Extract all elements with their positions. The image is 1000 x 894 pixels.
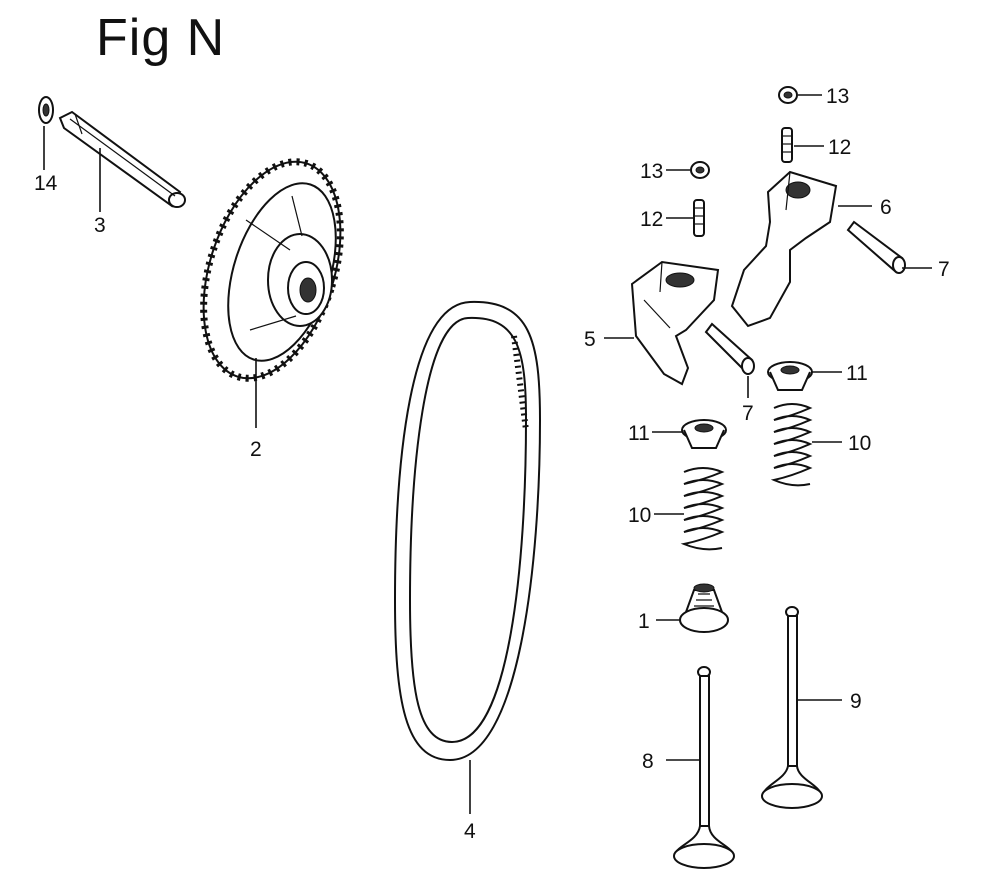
part-11-retainer-left [681, 419, 727, 449]
callout-2: 2 [250, 438, 262, 461]
callout-14: 14 [34, 172, 58, 195]
part-14-nut [38, 96, 54, 124]
part-6-rocker-arm [730, 170, 838, 328]
part-3-shaft [58, 110, 186, 208]
callout-12a: 12 [828, 136, 851, 159]
part-10-spring-left [680, 467, 725, 552]
part-11-retainer-right [767, 361, 813, 391]
part-7-rocker-pin-a [704, 322, 755, 375]
part-12-screw-left [693, 199, 705, 237]
part-13-nut-top [778, 86, 798, 104]
callout-4: 4 [464, 820, 476, 843]
part-4-timing-belt [393, 300, 542, 762]
part-12-screw-top [781, 127, 793, 163]
callout-11b: 11 [628, 422, 650, 445]
callout-labels: 14 3 2 4 5 6 7 7 8 9 10 10 11 11 12 12 1… [34, 85, 950, 843]
callout-5: 5 [584, 328, 596, 351]
leader-lines [43, 94, 932, 814]
part-2-cam-pulley [200, 158, 344, 382]
callout-11a: 11 [846, 362, 868, 385]
callout-3: 3 [94, 214, 106, 237]
callout-7b: 7 [742, 402, 754, 425]
callout-12b: 12 [640, 208, 663, 231]
figure-title: Fig N [96, 9, 226, 67]
part-9-valve [761, 606, 823, 809]
part-8-valve [673, 666, 735, 869]
callout-13a: 13 [826, 85, 849, 108]
part-13-nut-left [690, 161, 710, 179]
part-10-spring-right [770, 403, 813, 490]
part-7-rocker-pin-b [846, 220, 906, 274]
callout-10a: 10 [848, 432, 871, 455]
callout-8: 8 [642, 750, 654, 773]
callout-9: 9 [850, 690, 862, 713]
callout-13b: 13 [640, 160, 663, 183]
callout-7a: 7 [938, 258, 950, 281]
part-5-rocker-arm [630, 260, 720, 386]
callout-10b: 10 [628, 504, 651, 527]
part-1-stem-seal [679, 583, 729, 633]
callout-1: 1 [638, 610, 650, 633]
callout-6: 6 [880, 196, 892, 219]
